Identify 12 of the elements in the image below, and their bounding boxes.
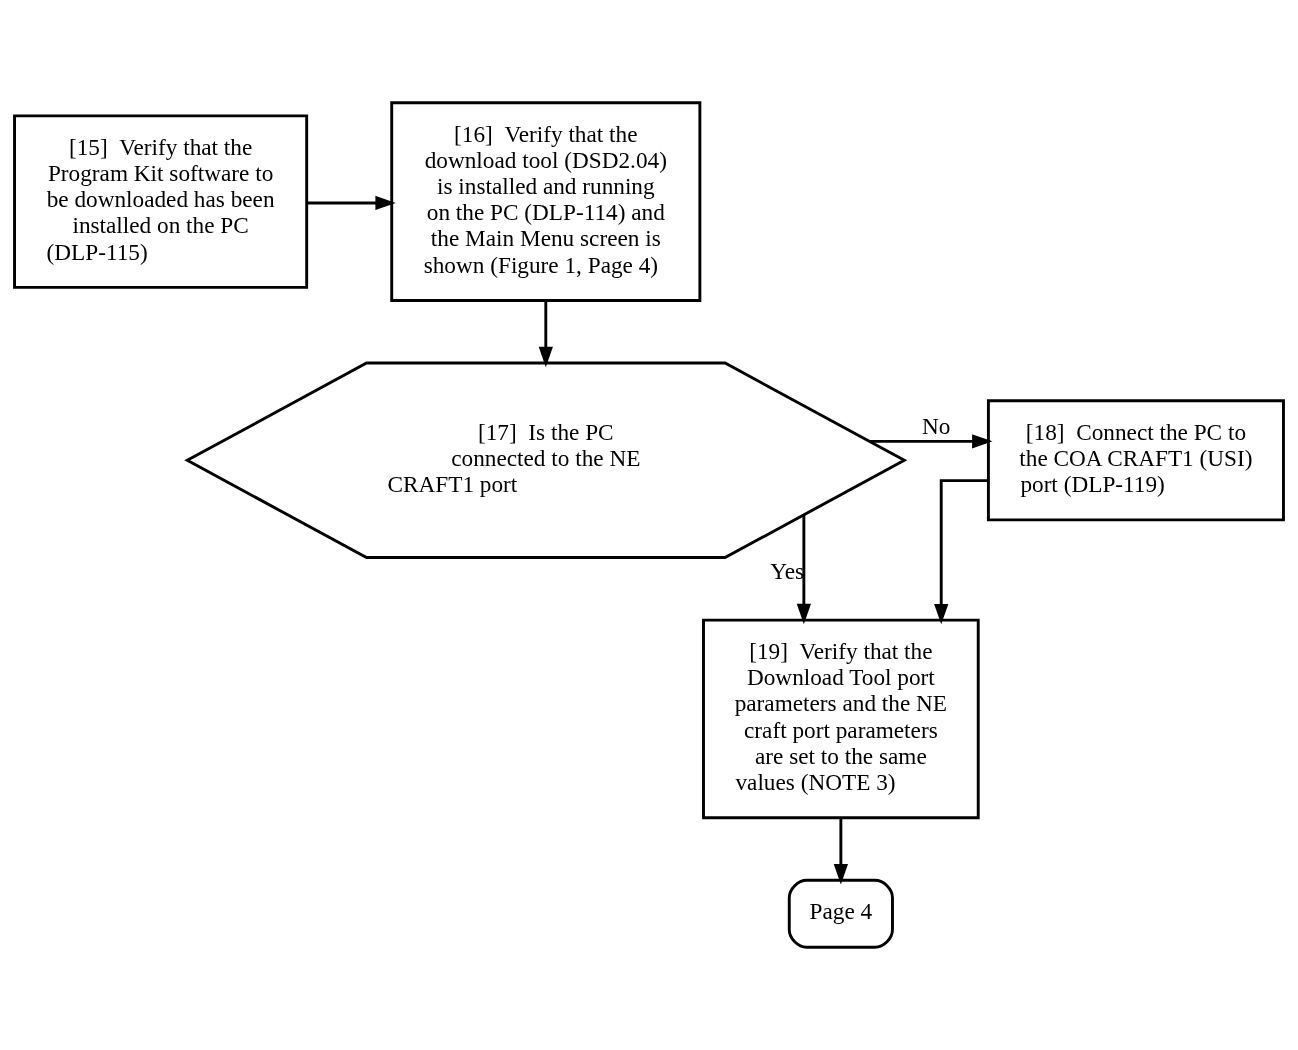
arrow — [934, 479, 989, 625]
arrow — [538, 300, 553, 368]
node-box: Page 4 — [787, 878, 894, 949]
node-box: [18] Connect the PC to the COA CRAFT1 (USI) port (DLP-119) — [986, 399, 1285, 522]
node-box: [19] Verify that the Download Tool port parameters and the NE craft port parameters are set to the same values (NOTE 3) — [702, 618, 980, 820]
arrow — [833, 818, 848, 885]
arrow — [796, 515, 811, 625]
arrow — [306, 195, 396, 211]
edge-label: No — [921, 412, 951, 439]
arrow — [869, 434, 993, 449]
node-box: [15] Verify that the Program Kit software to be downloaded has been installed on the PC (DLP-115) — [13, 114, 309, 289]
node-box: [16] Verify that the download tool (DSD2.04) is installed and running on the PC (DLP-114) and the Main Menu screen is shown (Figure 1, Page 4) — [390, 101, 702, 302]
